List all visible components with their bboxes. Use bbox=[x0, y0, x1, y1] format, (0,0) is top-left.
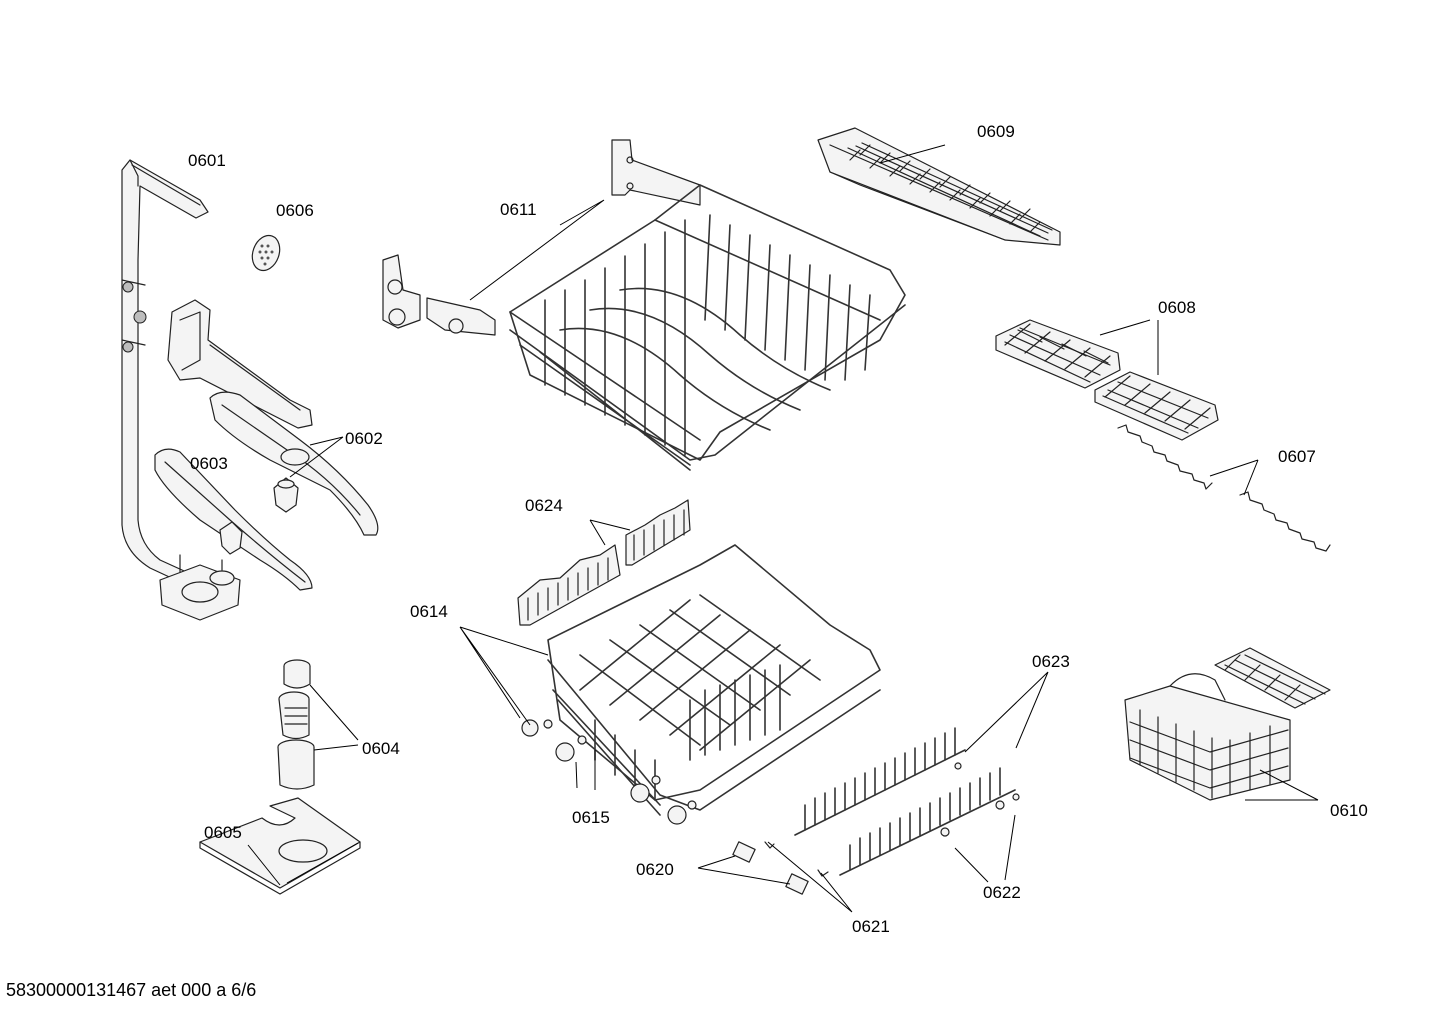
callout-0604: 0604 bbox=[362, 739, 400, 758]
part-0611-upper-basket bbox=[382, 139, 906, 471]
part-0610-cutlery-basket bbox=[1124, 647, 1331, 801]
part-0623-tine-racks bbox=[794, 727, 1020, 876]
document-footer-id: 58300000131467 aet 000 a 6/6 bbox=[6, 980, 257, 1000]
part-0603-lower-spray-arm bbox=[154, 448, 313, 591]
callout-0603: 0603 bbox=[190, 454, 228, 473]
callout-labels: 0601 0602 0603 0604 0605 0606 0607 0608 … bbox=[188, 122, 1368, 936]
callout-0620: 0620 bbox=[636, 860, 674, 879]
leader-lines bbox=[247, 144, 1319, 913]
upper-spray-connector bbox=[167, 299, 313, 429]
part-0605-filter-plate bbox=[199, 797, 361, 895]
callout-0609: 0609 bbox=[977, 122, 1015, 141]
callout-0608: 0608 bbox=[1158, 298, 1196, 317]
callout-0621: 0621 bbox=[852, 917, 890, 936]
part-0614-lower-basket bbox=[521, 544, 881, 816]
part-0601-supply-pipe bbox=[121, 159, 241, 621]
callout-0602: 0602 bbox=[345, 429, 383, 448]
callout-0615: 0615 bbox=[572, 808, 610, 827]
part-0602-upper-spray-arm bbox=[209, 391, 379, 536]
callout-0606: 0606 bbox=[276, 201, 314, 220]
part-0609-cutlery-tray bbox=[817, 127, 1061, 246]
part-0624-holders bbox=[517, 499, 691, 626]
part-0604-filters bbox=[277, 659, 315, 790]
callout-0614: 0614 bbox=[410, 602, 448, 621]
callout-0611: 0611 bbox=[500, 200, 537, 219]
part-0607-step-clips bbox=[1117, 424, 1331, 552]
callout-0610: 0610 bbox=[1330, 801, 1368, 820]
part-0608-fold-racks bbox=[995, 319, 1219, 441]
callout-0605: 0605 bbox=[204, 823, 242, 842]
callout-0607: 0607 bbox=[1278, 447, 1316, 466]
callout-0624: 0624 bbox=[525, 496, 563, 515]
part-0606-nozzle bbox=[251, 234, 281, 272]
callout-0601: 0601 bbox=[188, 151, 226, 170]
callout-0623: 0623 bbox=[1032, 652, 1070, 671]
part-0620-clips bbox=[732, 841, 809, 895]
part-0622-clips bbox=[940, 800, 1005, 837]
callout-0622: 0622 bbox=[983, 883, 1021, 902]
part-0615-wheels bbox=[555, 735, 697, 825]
